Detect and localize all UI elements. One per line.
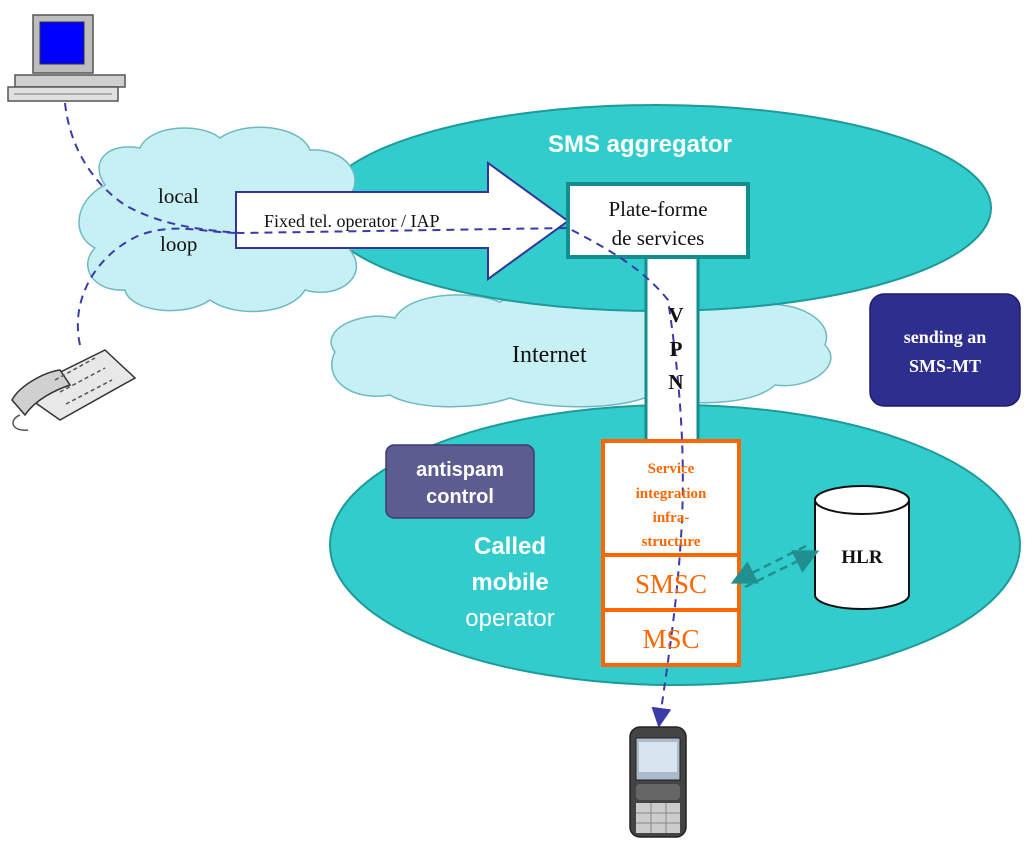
sending-sms-mt-box[interactable] <box>869 293 1021 407</box>
service-label-line1: Service <box>648 461 695 477</box>
smsc-label: SMSC <box>635 569 707 599</box>
vpn-label-v: V <box>668 303 683 327</box>
antispam-box[interactable] <box>385 444 535 519</box>
hlr-smsc-link <box>730 544 820 589</box>
internet-cloud <box>330 287 832 408</box>
local-loop-cloud <box>78 126 375 313</box>
desk-telephone-icon <box>11 349 137 431</box>
sending-label-line2: SMS-MT <box>909 356 981 376</box>
internet-label: Internet <box>512 342 587 368</box>
mobile-core-stack <box>601 439 741 667</box>
service-label-line4: structure <box>642 534 701 550</box>
called-label-line1: Called <box>474 533 546 560</box>
sms-aggregator-label: SMS aggregator <box>548 131 732 158</box>
antispam-label-line2: control <box>426 486 494 508</box>
sending-label-line1: sending an <box>904 327 987 347</box>
platform-label-line1: Plate-forme <box>608 197 707 221</box>
desktop-computer-icon <box>7 14 126 102</box>
vpn-label-p: P <box>670 337 683 361</box>
antispam-label-line1: antispam <box>416 459 504 481</box>
vpn-label-n: N <box>668 370 683 394</box>
called-label-line3: operator <box>465 605 554 632</box>
called-label-line2: mobile <box>471 569 548 596</box>
fixed-operator-arrow <box>235 161 570 281</box>
msc-label: MSC <box>642 624 699 654</box>
mobile-phone-icon <box>629 726 687 838</box>
loop-label: loop <box>160 232 197 256</box>
hlr-database-icon[interactable] <box>814 485 910 610</box>
fixed-operator-label: Fixed tel. operator / IAP <box>264 211 439 231</box>
platform-box[interactable] <box>566 182 750 259</box>
platform-label-line2: de services <box>612 226 705 250</box>
service-label-line2: integration <box>636 486 707 502</box>
hlr-label: HLR <box>841 547 882 568</box>
message-path <box>64 102 684 728</box>
service-label-line3: infra- <box>653 510 690 526</box>
local-label: local <box>158 184 199 208</box>
